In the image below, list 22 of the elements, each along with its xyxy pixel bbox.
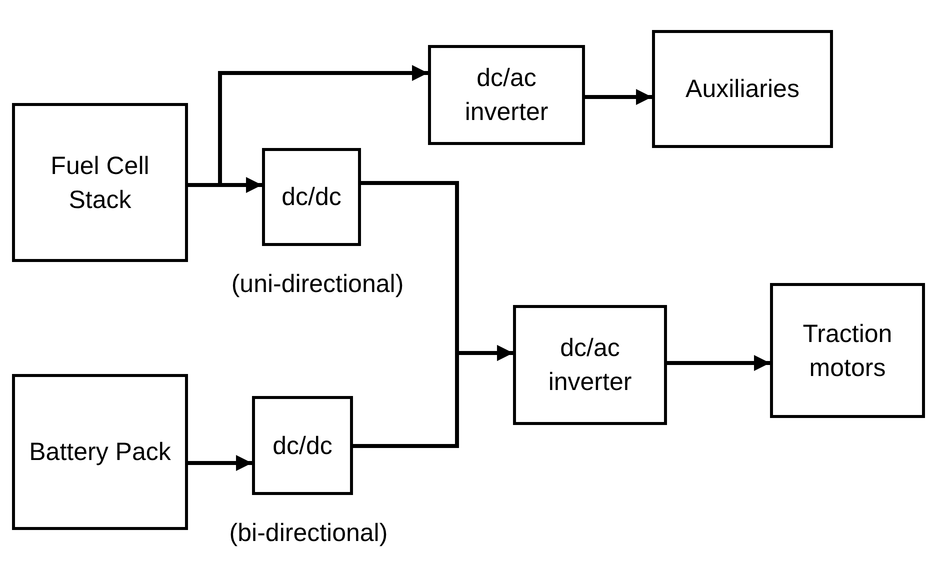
box-caption: (bi-directional) — [229, 518, 388, 548]
process-box — [252, 396, 353, 495]
box-label: dc/ac inverter — [464, 63, 550, 128]
box-label: Auxiliaries — [684, 74, 800, 105]
box-label: Fuel Cell Stack — [50, 150, 150, 216]
process-box — [262, 148, 361, 246]
box-caption: (uni-directional) — [231, 269, 404, 299]
arrow — [188, 455, 252, 471]
process-box — [770, 283, 925, 418]
process-box — [12, 374, 188, 530]
process-box — [428, 45, 585, 145]
box-label: Traction motors — [802, 318, 894, 384]
box-label: dc/dc — [272, 430, 334, 462]
process-box — [12, 103, 188, 262]
box-label: dc/ac inverter — [547, 333, 633, 398]
arrow — [585, 89, 652, 105]
box-label: Battery Pack — [28, 437, 172, 468]
process-box — [652, 30, 833, 148]
arrow — [667, 355, 770, 371]
arrow — [188, 65, 428, 187]
box-label: dc/dc — [280, 182, 342, 213]
process-box — [513, 305, 667, 425]
